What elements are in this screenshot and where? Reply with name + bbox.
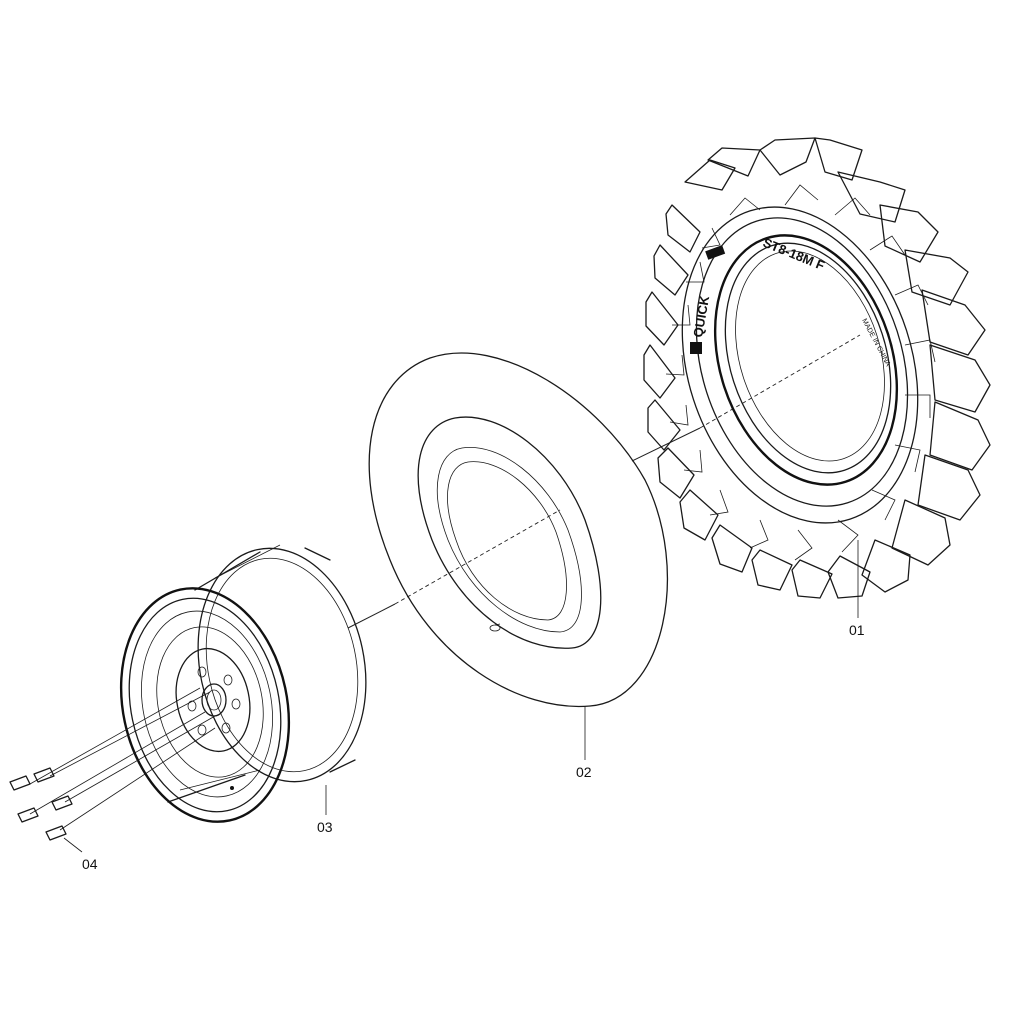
- tire-small-print: MADE IN CHINA: [860, 318, 891, 368]
- tube-valve: [489, 623, 501, 632]
- tire: QUICK ST8-18M F MADE IN CHINA: [643, 137, 991, 599]
- callout-03: 03: [317, 819, 333, 835]
- inner-tube: [368, 352, 669, 708]
- tire-lugs: [643, 137, 991, 599]
- wheel-bolts: [9, 687, 216, 841]
- rim-bolt-holes: [187, 666, 241, 736]
- callout-04: 04: [82, 856, 98, 872]
- rim: [119, 544, 367, 823]
- tire-brand-label: QUICK: [690, 294, 712, 338]
- callout-01: 01: [849, 622, 865, 638]
- callouts: 01 02 03 04: [63, 540, 865, 872]
- tire-size-label: ST8-18M F: [761, 235, 827, 273]
- callout-02: 02: [576, 764, 592, 780]
- tire-sidewall-markings: QUICK ST8-18M F MADE IN CHINA: [690, 235, 891, 368]
- assembly-axis: [347, 334, 861, 629]
- bolt: [9, 767, 73, 841]
